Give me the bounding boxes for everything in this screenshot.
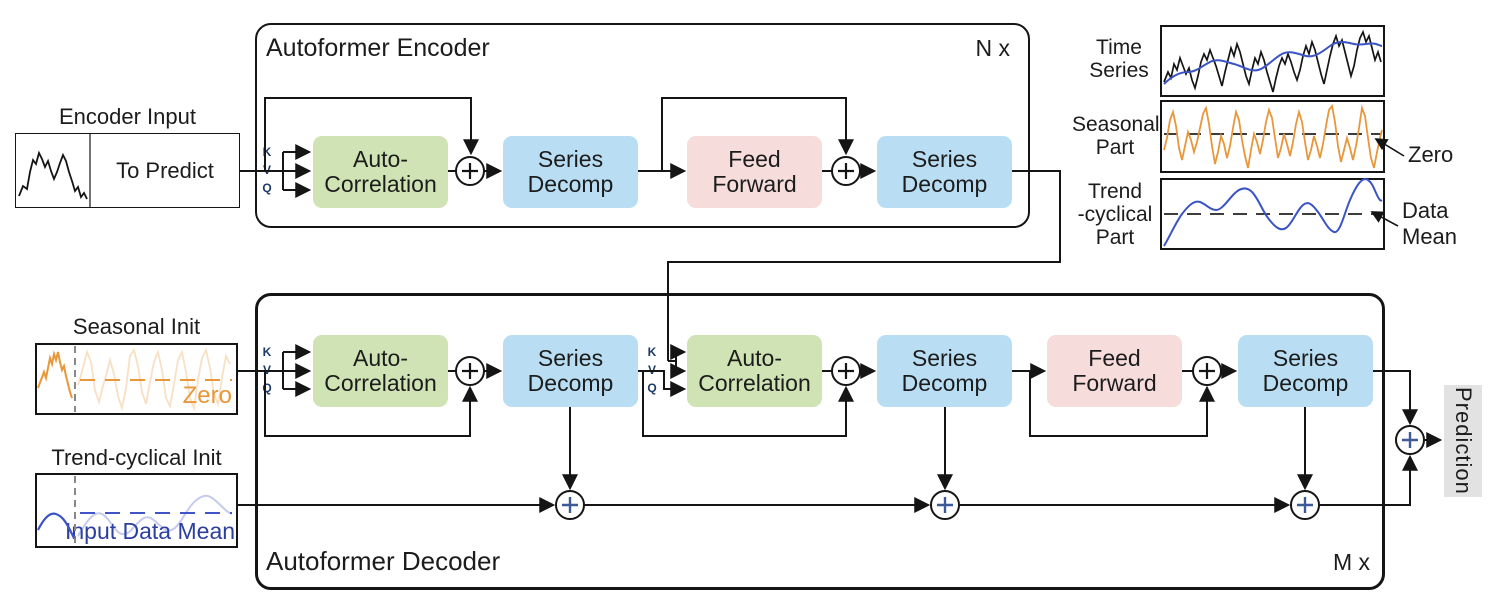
data-mean-annotation: Data Mean [1402, 198, 1458, 250]
q-label: Q [262, 181, 272, 195]
decoder-series-decomp-3-block: Series Decomp [1238, 335, 1373, 407]
decoder-repeat-label: M x [1332, 549, 1370, 575]
seasonal-part-panel [1160, 100, 1385, 173]
seasonal-zero-label: Zero [182, 382, 232, 409]
v-label: V [262, 163, 271, 177]
decoder-autocorrelation-1-block: Auto- Correlation [313, 335, 448, 407]
v-label: V [647, 363, 656, 377]
zero-annotation: Zero [1408, 142, 1454, 167]
decoder-series-decomp-1-block: Series Decomp [503, 335, 638, 407]
decoder-kvq-labels-2: K V Q [642, 343, 662, 397]
encoder-feed-forward-block: Feed Forward [687, 136, 822, 208]
decoder-feed-forward-block: Feed Forward [1047, 335, 1182, 407]
k-label: K [262, 145, 272, 159]
trend-init-title: Trend-cyclical Init [51, 445, 222, 470]
encoder-title: Autoformer Encoder [266, 34, 490, 62]
encoder-series-decomp-2-block: Series Decomp [877, 136, 1012, 208]
k-label: K [262, 345, 272, 359]
trend-cyclical-label: Trend -cyclical Part [1077, 180, 1153, 250]
k-label: K [647, 345, 657, 359]
to-predict-label: To Predict [116, 157, 214, 183]
q-label: Q [647, 381, 657, 395]
decoder-autocorrelation-2-block: Auto- Correlation [687, 335, 822, 407]
q-label: Q [262, 381, 272, 395]
prediction-label: Prediction [1451, 387, 1476, 495]
time-series-panel [1160, 25, 1385, 97]
time-series-label: Time Series [1089, 36, 1149, 83]
v-label: V [262, 363, 271, 377]
decoder-title: Autoformer Decoder [266, 546, 501, 576]
seasonal-init-title: Seasonal Init [72, 314, 201, 339]
encoder-autocorrelation-block: Auto- Correlation [313, 136, 448, 208]
decoder-kvq-labels-1: K V Q [257, 343, 277, 397]
encoder-series-decomp-1-block: Series Decomp [503, 136, 638, 208]
trend-cyclical-panel [1160, 178, 1385, 250]
encoder-repeat-label: N x [975, 35, 1011, 61]
prediction-output-box: Prediction [1444, 385, 1482, 497]
decoder-series-decomp-2-block: Series Decomp [877, 335, 1012, 407]
seasonal-part-label: Seasonal Part [1072, 113, 1160, 160]
encoder-kvq-labels: K V Q [257, 143, 277, 197]
encoder-input-title: Encoder Input [59, 104, 196, 129]
input-data-mean-label: Input Data Mean [64, 518, 236, 544]
final-add-icon [1395, 425, 1425, 455]
